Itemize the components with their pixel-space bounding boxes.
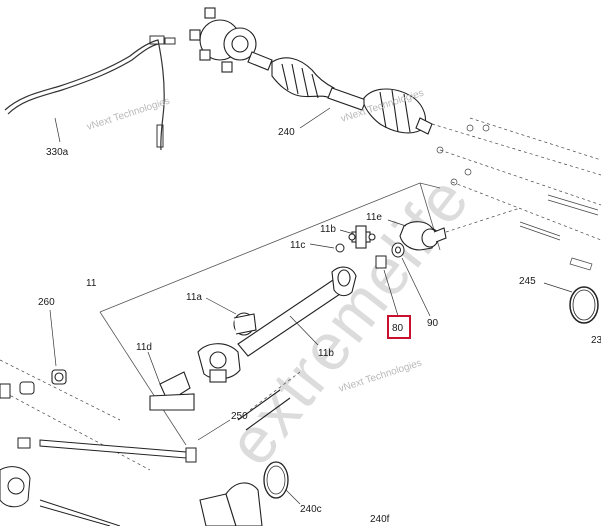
u-joint-cross-11b-top <box>348 225 376 249</box>
callout-11e: 11e <box>366 212 382 223</box>
leader-11b-mid <box>289 315 319 346</box>
bolt-250 <box>39 439 197 463</box>
seal-ring-240c <box>263 461 289 499</box>
left-edge-parts <box>0 381 121 526</box>
leader-260 <box>49 309 57 367</box>
callout-90: 90 <box>427 318 439 329</box>
centerline-240f <box>249 371 301 411</box>
leader-240 <box>299 107 331 129</box>
centerline-11 <box>0 359 121 421</box>
drive-shaft-240f <box>199 389 291 526</box>
drive-shaft-tube-11b <box>237 266 357 357</box>
callout-240f: 240f <box>370 514 390 525</box>
callout-330a: 330a <box>46 147 69 158</box>
callout-11a: 11a <box>186 292 202 303</box>
u-joint-11d <box>149 343 241 411</box>
callout-250: 250 <box>231 411 248 422</box>
washer-90 <box>391 242 405 258</box>
brand-watermark-top: vNext Technologies <box>86 96 172 133</box>
leader-11b-top <box>339 229 355 235</box>
callout-245: 245 <box>519 276 536 287</box>
leader-80 <box>383 269 399 317</box>
seal-ring-245 <box>569 286 599 324</box>
callout-240: 240 <box>278 127 295 138</box>
callout-260: 260 <box>38 297 55 308</box>
leader-245 <box>543 282 573 293</box>
grease-fitting-11c <box>335 243 345 253</box>
callout-240c: 240c <box>300 504 322 515</box>
leader-11d <box>147 351 161 385</box>
callout-11: 11 <box>86 278 97 289</box>
callout-11c: 11c <box>290 240 305 251</box>
leader-330a <box>54 117 61 143</box>
centerline-11e <box>445 207 521 233</box>
leader-11c <box>309 243 335 249</box>
leader-240c <box>285 489 301 505</box>
nut-260 <box>51 369 67 385</box>
callout-23: 23 <box>591 335 601 346</box>
mounting-bolts-top-right <box>431 117 601 271</box>
leader-11e <box>387 219 407 227</box>
cable-330a <box>4 35 176 151</box>
callout-80: 80 <box>392 323 404 334</box>
nut-80 <box>375 255 387 269</box>
centerline-260 <box>0 389 151 471</box>
callout-11d: 11d <box>136 342 152 353</box>
leader-250 <box>197 419 231 441</box>
leader-11a <box>205 297 237 315</box>
callout-11b-top: 11b <box>320 224 336 235</box>
drive-shaft-240 <box>189 7 433 135</box>
bushing-11a <box>233 312 257 336</box>
highlight-box-80 <box>387 315 411 339</box>
yoke-11e <box>399 221 447 251</box>
leader-90 <box>401 257 431 317</box>
callout-11b-mid: 11b <box>318 348 334 359</box>
